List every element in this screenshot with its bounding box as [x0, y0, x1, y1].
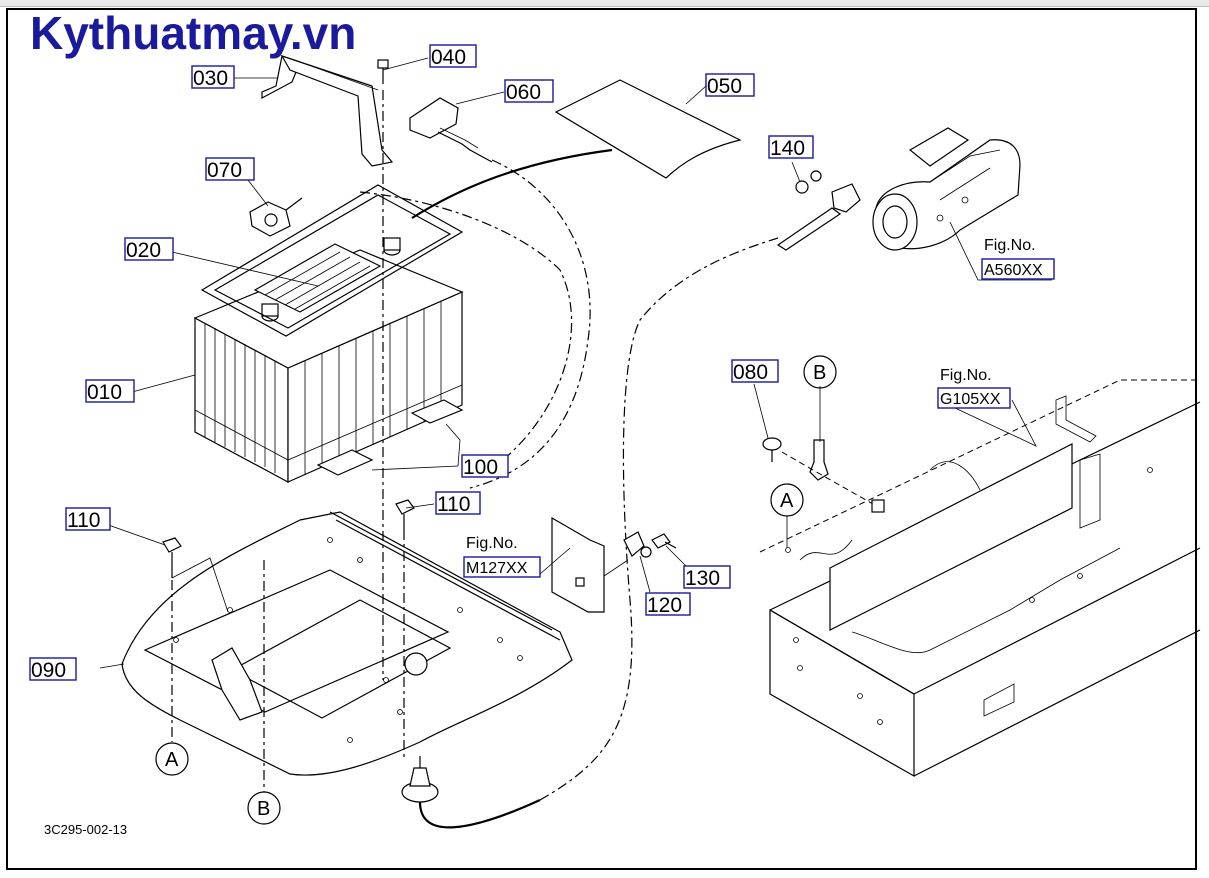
part-label: 060 — [504, 79, 554, 104]
figure-ref-a560: Fig.No. A560XX — [981, 237, 1055, 280]
ground-terminal — [809, 439, 829, 481]
bolt-130 — [651, 533, 677, 549]
bolt-110 — [395, 499, 415, 530]
part-label: 070 — [205, 157, 255, 182]
svg-text:Fig.No.: Fig.No. — [466, 535, 518, 552]
svg-text:120: 120 — [647, 594, 682, 617]
svg-text:Fig.No.: Fig.No. — [940, 367, 992, 384]
part-label: 100 — [461, 454, 509, 479]
bolt-040 — [377, 59, 389, 84]
svg-text:010: 010 — [87, 381, 122, 404]
svg-text:130: 130 — [685, 567, 720, 590]
bracket-m127 — [551, 516, 605, 613]
part-label: 130 — [683, 565, 731, 590]
part-label: 080 — [731, 359, 779, 384]
part-label: 040 — [429, 44, 477, 69]
watermark-text: Kythuatmay.vn — [30, 7, 357, 59]
starter-motor — [872, 127, 1021, 251]
svg-text:080: 080 — [733, 361, 768, 384]
svg-text:060: 060 — [506, 81, 541, 104]
cable-route — [469, 159, 591, 489]
svg-text:Fig.No.: Fig.No. — [984, 237, 1036, 254]
svg-text:A560XX: A560XX — [984, 262, 1043, 279]
cover-050 — [554, 79, 742, 179]
part-label: 050 — [705, 73, 755, 98]
bolt-110 — [162, 537, 182, 578]
figure-ref-g105: Fig.No. G105XX — [937, 367, 1011, 409]
svg-text:140: 140 — [770, 137, 805, 160]
svg-text:G105XX: G105XX — [940, 391, 1001, 408]
part-label: 140 — [768, 135, 814, 160]
svg-text:100: 100 — [463, 456, 498, 479]
svg-text:030: 030 — [193, 67, 228, 90]
chassis-frame — [759, 379, 1201, 778]
battery-pad — [316, 449, 374, 476]
part-label: 110 — [435, 491, 481, 516]
battery — [193, 237, 464, 484]
starter-cable-route — [539, 237, 779, 801]
nut-140 — [795, 170, 822, 194]
top-strip — [0, 0, 1209, 7]
part-label: 090 — [29, 657, 77, 682]
base-plate-090 — [121, 511, 573, 776]
svg-text:020: 020 — [126, 239, 161, 262]
svg-text:040: 040 — [431, 46, 466, 69]
svg-text:M127XX: M127XX — [466, 560, 528, 577]
battery-frame — [200, 184, 464, 337]
clip-120 — [623, 531, 652, 558]
svg-text:B: B — [257, 798, 270, 820]
svg-text:090: 090 — [31, 659, 66, 682]
figure-ref-m127: Fig.No. M127XX — [463, 535, 541, 578]
part-label: 020 — [124, 237, 174, 262]
terminal-070 — [249, 197, 303, 237]
svg-text:A: A — [780, 490, 794, 512]
drawing-frame — [6, 8, 1197, 870]
svg-text:B: B — [813, 362, 826, 384]
marker-a: A — [770, 483, 804, 517]
part-label: 120 — [645, 592, 691, 617]
svg-text:110: 110 — [437, 493, 470, 516]
svg-text:110: 110 — [67, 509, 100, 532]
part-label: 030 — [191, 65, 235, 90]
battery-pad — [410, 399, 464, 424]
svg-text:A: A — [165, 749, 179, 771]
part-label: 010 — [85, 379, 135, 404]
battery-cable — [411, 148, 613, 219]
svg-text:050: 050 — [707, 75, 742, 98]
marker-b: B — [247, 791, 281, 825]
svg-text:070: 070 — [207, 159, 242, 182]
marker-b: B — [803, 355, 837, 389]
part-label: 110 — [65, 507, 111, 532]
drawing-code: 3C295-002-13 — [44, 822, 127, 837]
marker-a: A — [155, 742, 189, 776]
terminal-060 — [409, 97, 493, 163]
bolt-080 — [762, 437, 782, 462]
grommet — [401, 756, 439, 803]
leader-lines — [99, 57, 1052, 669]
